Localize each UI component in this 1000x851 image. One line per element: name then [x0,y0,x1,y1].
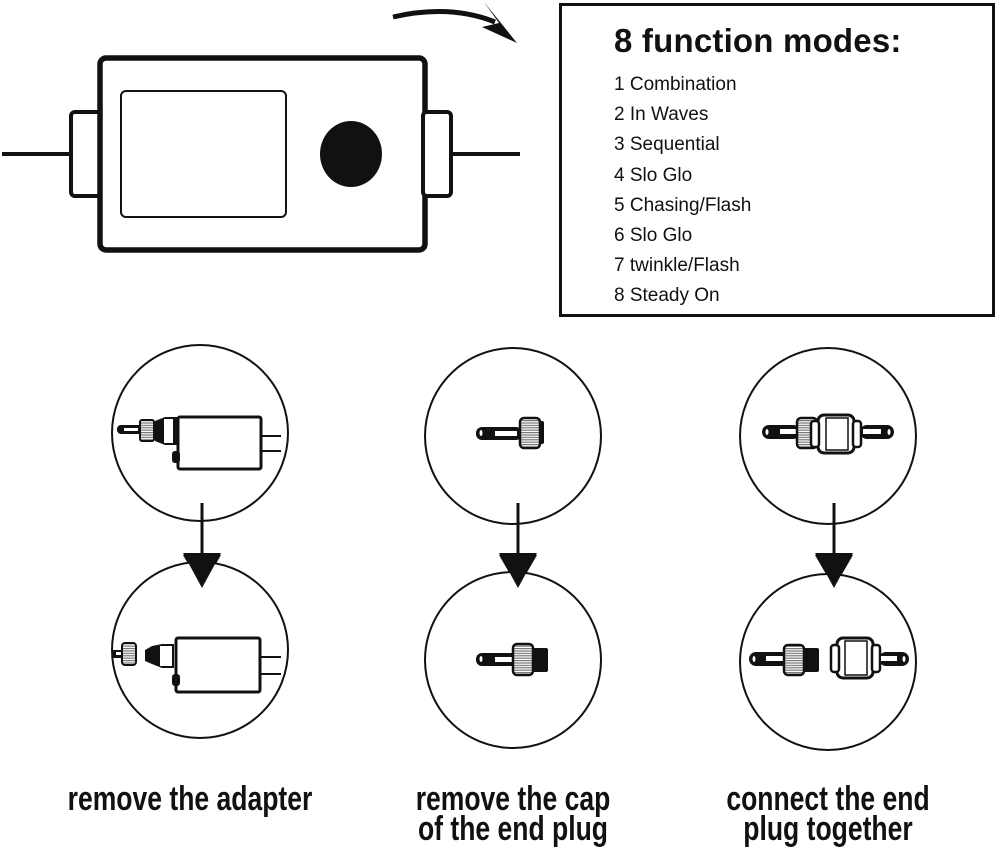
end-plug-capped-icon [476,416,544,450]
step-remove-adapter [111,344,289,739]
caption-line: remove the cap [415,780,611,818]
mode-item: 4 Slo Glo [614,164,693,186]
caption-remove-cap: remove the cap of the end plug [357,780,669,848]
mode-item: 2 In Waves [614,104,709,126]
caption-line: connect the end [726,780,930,818]
plugs-separated-icon [749,636,909,680]
function-modes-box: 8 function modes: 1 Combination 2 In Wav… [559,3,995,317]
right-end-cap [421,110,453,198]
controller-illustration [2,55,520,253]
mode-item: 3 Sequential [614,134,720,156]
caption-line: plug together [743,810,913,848]
mode-item: 6 Slo Glo [614,225,693,247]
adapter-attached-icon [117,415,281,471]
caption-line: remove the adapter [67,780,313,818]
mode-item: 1 Combination [614,74,737,95]
curved-arrow-icon [392,2,517,43]
step-remove-cap [424,347,602,749]
mode-item: 7 twinkle/Flash [614,255,740,277]
modes-list: 1 Combination 2 In Waves 3 Sequential 4 … [614,70,751,312]
mode-item: 5 Chasing/Flash [614,194,752,216]
caption-remove-adapter: remove the adapter [34,780,346,818]
end-plug-uncapped-icon [476,642,548,677]
caption-line: of the end plug [417,810,609,848]
mode-button-icon [320,121,382,187]
plugs-connected-icon [762,413,894,455]
step-connect-plugs [739,347,917,751]
caption-connect-plugs: connect the end plug together [672,780,984,848]
mode-item: 8 Steady On [614,285,720,307]
modes-title: 8 function modes: [614,22,902,59]
adapter-removed-icon [113,636,281,694]
controller-label-panel [120,90,287,218]
